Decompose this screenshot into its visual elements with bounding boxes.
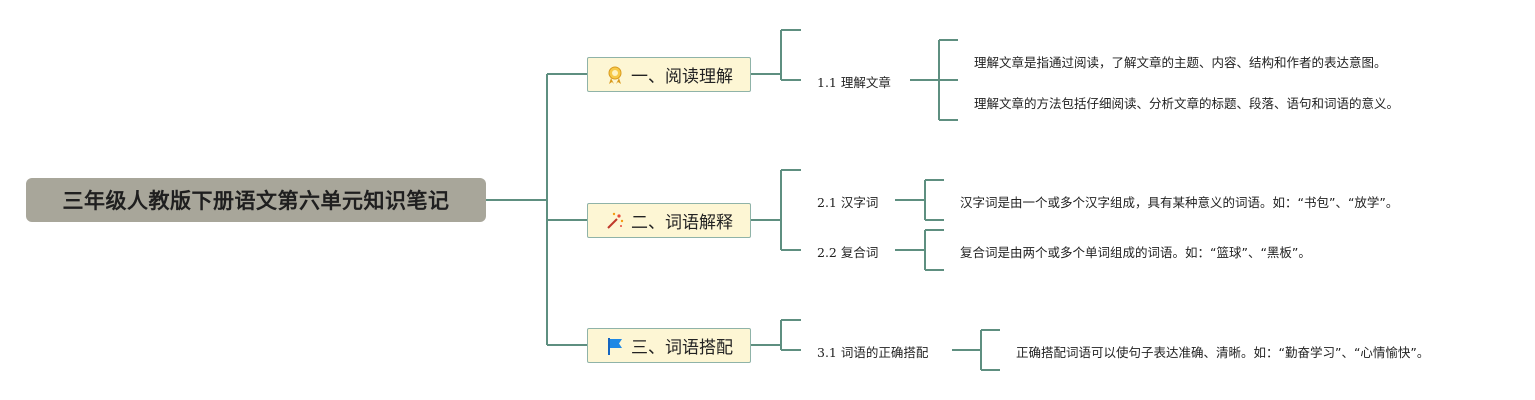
ribbon-icon	[605, 65, 625, 85]
sub-topic-2-2[interactable]: 2.2 复合词	[817, 245, 879, 260]
sub-topic-2-1[interactable]: 2.1 汉字词	[817, 195, 879, 210]
branch1-connector	[751, 29, 801, 81]
leaf-2-2[interactable]: 复合词是由两个或多个单词组成的词语。如：“篮球”、“黑板”。	[960, 245, 1311, 260]
branch3-connector	[751, 319, 801, 351]
branch-collocation[interactable]: 三、词语搭配	[587, 328, 751, 363]
flag-icon	[605, 336, 625, 356]
sub31-connector	[952, 329, 1000, 371]
root-topic[interactable]: 三年级人教版下册语文第六单元知识笔记	[26, 178, 486, 222]
leaf-1-1-a[interactable]: 理解文章是指通过阅读，了解文章的主题、内容、结构和作者的表达意图。	[974, 55, 1387, 70]
leaf-1-1-b[interactable]: 理解文章的方法包括仔细阅读、分析文章的标题、段落、语句和词语的意义。	[974, 96, 1400, 111]
root-title: 三年级人教版下册语文第六单元知识笔记	[62, 189, 450, 213]
root-connector	[486, 73, 587, 346]
sub-topic-1-1[interactable]: 1.1 理解文章	[817, 75, 891, 90]
leaf-3-1[interactable]: 正确搭配词语可以使句子表达准确、清晰。如：“勤奋学习”、“心情愉快”。	[1016, 345, 1430, 360]
branch-label: 一、阅读理解	[631, 67, 733, 87]
sub11-connector	[910, 39, 958, 121]
leaf-2-1[interactable]: 汉字词是由一个或多个汉字组成，具有某种意义的词语。如：“书包”、“放学”。	[960, 195, 1399, 210]
sub22-connector	[895, 229, 944, 271]
sub-topic-3-1[interactable]: 3.1 词语的正确搭配	[817, 345, 929, 360]
sub21-connector	[895, 179, 944, 221]
branch-label: 三、词语搭配	[631, 338, 733, 358]
branch-label: 二、词语解释	[631, 213, 733, 233]
sparkle-icon	[605, 211, 625, 231]
branch-reading[interactable]: 一、阅读理解	[587, 57, 751, 92]
branch-vocabulary[interactable]: 二、词语解释	[587, 203, 751, 238]
branch2-connector	[751, 169, 801, 251]
